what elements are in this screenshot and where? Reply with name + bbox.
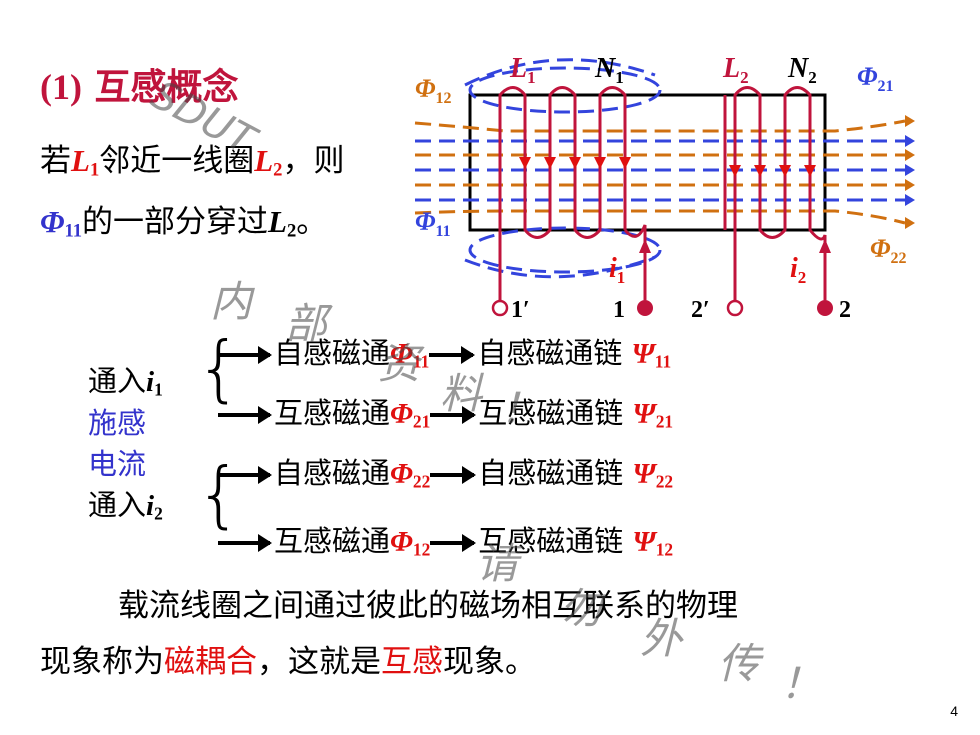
coil-1-arrows [519, 157, 631, 169]
core-rect [468, 93, 827, 232]
label-L2: L2 [722, 53, 749, 87]
label-i2: i2 [790, 253, 806, 287]
arrow-icon [218, 534, 272, 552]
intro-line-1: 若L1邻近一线圈L2，则 [40, 143, 345, 181]
brace-group-1: { [196, 326, 242, 410]
summary-line-1: 载流线圈之间通过彼此的磁场相互联系的物理 [118, 588, 738, 624]
watermark-char: 资 [378, 339, 421, 388]
brace-group-2: { [196, 452, 242, 536]
label-N1: N1 [594, 53, 624, 87]
arrow-icon [218, 346, 272, 364]
terminal-2-prime [726, 299, 744, 317]
label-shigan: 施感 [88, 406, 147, 440]
terminal-1 [637, 300, 653, 316]
watermark-char: 内 [210, 277, 253, 326]
watermark-char: 请 [476, 539, 519, 588]
watermark-char: 料 [440, 369, 483, 418]
label-terminal-1: 1 [613, 297, 625, 323]
label-phi11: Φ11 [415, 207, 451, 240]
terminal-1-prime [491, 299, 509, 317]
current-arrows [639, 239, 831, 253]
flux-lines-blue [415, 58, 905, 279]
intro-line-2: Φ11的一部分穿过L2。 [40, 204, 328, 242]
summary-line-2: 现象称为磁耦合，这就是互感现象。 [40, 644, 536, 680]
flux-lines-orange [414, 119, 906, 225]
watermark-char: 勿 [560, 584, 603, 633]
page-number: 4 [950, 703, 958, 719]
flux-arrowheads [905, 115, 915, 229]
label-L1: L1 [509, 53, 536, 87]
watermark-char: 外 [640, 614, 683, 663]
label-terminal-2-prime: 2′ [691, 297, 710, 323]
coil-2 [723, 86, 827, 300]
label-phi12: Φ12 [415, 74, 452, 107]
coil-diagram: L1 N1 L2 N2 Φ12 Φ21 Φ11 Φ22 i1 i2 1′ 1 2… [414, 53, 915, 323]
label-input-i1: 通入i1 [88, 364, 163, 400]
label-terminal-2: 2 [839, 297, 851, 323]
label-N2: N2 [787, 53, 817, 87]
coil-1 [498, 86, 647, 300]
label-input-i2: 通入i2 [88, 488, 163, 524]
watermark-char: 传 [718, 639, 761, 688]
label-phi22: Φ22 [870, 234, 907, 267]
label-i1: i1 [609, 253, 625, 287]
coil-2-arrows [729, 165, 816, 177]
watermark-char: ！ [500, 384, 543, 433]
label-dianliu: 电流 [88, 447, 147, 481]
arrow-icon [429, 346, 476, 364]
label-phi21: Φ21 [857, 62, 894, 95]
arrow-icon [430, 406, 477, 424]
watermark-char: ！ [780, 659, 823, 708]
arrow-icon [430, 534, 477, 552]
arrow-icon [218, 406, 272, 424]
arrow-icon [218, 466, 272, 484]
terminal-2 [817, 300, 833, 316]
label-terminal-1-prime: 1′ [511, 297, 530, 323]
watermark-char: 部 [285, 299, 328, 348]
arrow-icon [430, 466, 477, 484]
slide-title: (1) 互感概念 [40, 66, 239, 108]
